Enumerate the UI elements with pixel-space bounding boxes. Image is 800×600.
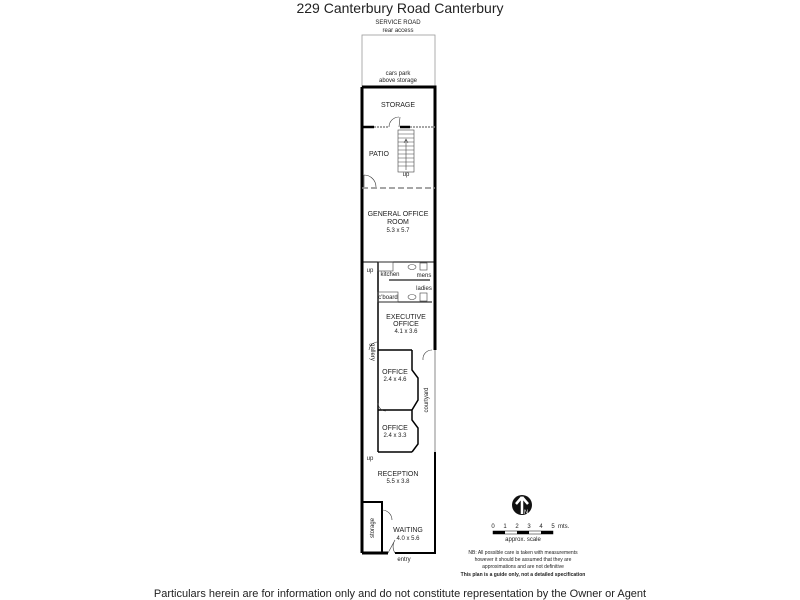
wet-area-fixtures: [377, 261, 430, 303]
north-compass-icon: N: [512, 495, 532, 516]
rear-access-label: rear access: [382, 28, 413, 34]
room-office-2: OFFICE 2.4 x 3.3: [382, 425, 408, 439]
up-label: up: [367, 268, 374, 274]
disclaimer: NB: All possible care is taken with meas…: [461, 550, 586, 578]
room-name: STORAGE: [381, 102, 415, 109]
room-size: 2.4 x 4.6: [383, 377, 407, 383]
cboard-label: c'board: [378, 295, 398, 301]
room-size: 2.4 x 3.3: [383, 433, 407, 439]
room-waiting: WAITING 4.0 x 5.6: [393, 527, 423, 542]
svg-text:1: 1: [503, 524, 507, 530]
scale-bar: 0 1 2 3 4 5 mts. approx. scale: [491, 524, 569, 543]
room-reception: RECEPTION 5.5 x 3.8: [378, 471, 419, 485]
entry-label: entry: [397, 557, 410, 563]
room-name: OFFICE: [393, 321, 419, 328]
staircase: [397, 129, 415, 173]
room-size: 4.1 x 3.6: [394, 329, 418, 335]
stair-up-label: up: [403, 172, 410, 178]
room-general-office: GENERAL OFFICE ROOM 5.3 x 5.7: [368, 211, 429, 234]
svg-text:approximations and are not def: approximations and are not definitive: [482, 564, 564, 570]
mens-label: mens: [417, 273, 432, 279]
room-name: EXECUTIVE: [386, 314, 426, 321]
cars-park-area: SERVICE ROAD rear access cars park above…: [361, 20, 436, 88]
svg-text:NB: All possible care is take: NB: All possible care is taken with meas…: [468, 550, 578, 556]
room-name: PATIO: [369, 151, 390, 158]
svg-text:3: 3: [527, 524, 531, 530]
cars-park-label: cars park: [386, 71, 412, 77]
room-size: 5.3 x 5.7: [386, 228, 410, 234]
svg-text:however it should be assumed t: however it should be assumed that they a…: [475, 557, 572, 563]
room-name: ROOM: [387, 219, 409, 226]
svg-text:N: N: [524, 510, 528, 516]
ladies-label: ladies: [416, 286, 432, 292]
room-name: RECEPTION: [378, 471, 419, 478]
svg-text:5: 5: [551, 524, 555, 530]
svg-text:This plan is a guide only, not: This plan is a guide only, not a detaile…: [461, 572, 586, 578]
room-name: GENERAL OFFICE: [368, 211, 429, 218]
plan-title: 229 Canterbury Road Canterbury: [296, 0, 503, 16]
service-road-label: SERVICE ROAD: [375, 20, 421, 26]
gallery-label: gallery: [369, 343, 375, 361]
room-size: 5.5 x 3.8: [386, 479, 410, 485]
door-swings: [363, 116, 433, 554]
svg-text:0: 0: [491, 524, 495, 530]
room-storage: STORAGE: [381, 102, 415, 109]
above-storage-label: above storage: [379, 78, 418, 84]
room-name: OFFICE: [382, 369, 408, 376]
room-executive-office: EXECUTIVE OFFICE 4.1 x 3.6: [386, 314, 426, 335]
svg-text:mts.: mts.: [558, 524, 570, 530]
courtyard-label: courtyard: [424, 387, 430, 412]
footer-disclaimer: Particulars herein are for information o…: [154, 588, 646, 600]
interior-walls: [362, 125, 435, 553]
svg-text:4: 4: [539, 524, 543, 530]
svg-text:2: 2: [515, 524, 519, 530]
storage-label: storage: [370, 517, 376, 538]
svg-text:approx. scale: approx. scale: [505, 537, 541, 543]
room-office-1: OFFICE 2.4 x 4.6: [382, 369, 408, 383]
room-size: 4.0 x 5.6: [396, 536, 420, 542]
room-name: OFFICE: [382, 425, 408, 432]
room-name: WAITING: [393, 527, 423, 534]
kitchen-label: kitchen: [380, 272, 399, 278]
room-patio: PATIO: [369, 151, 390, 158]
up-label: up: [367, 456, 374, 462]
